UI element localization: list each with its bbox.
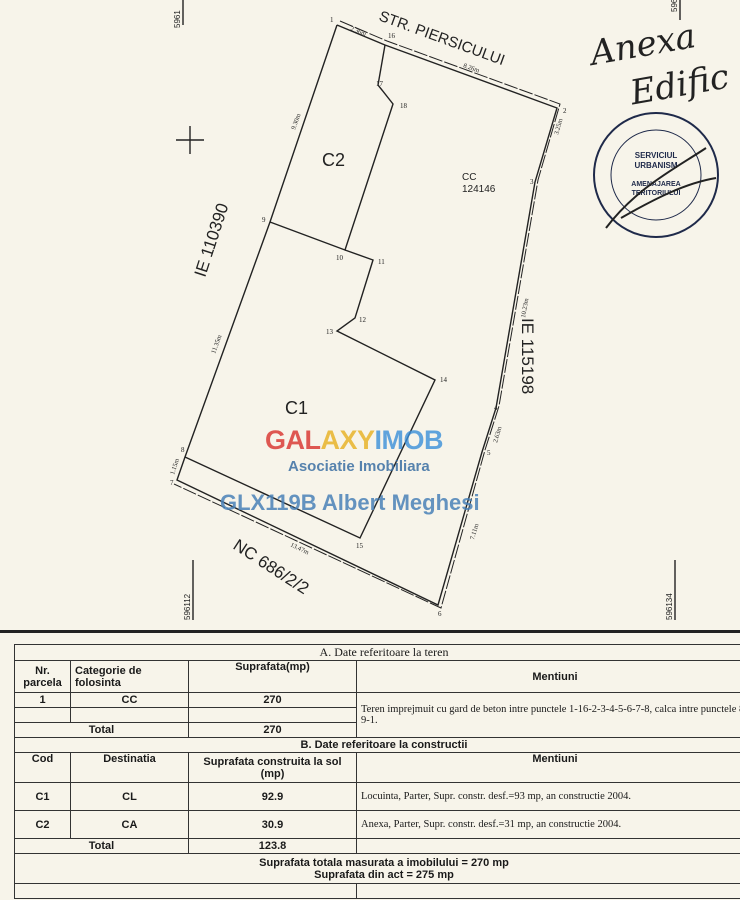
cadastral-plan: STR. PIERSICULUI IE 110390 IE 115198 NC … [169, 0, 681, 620]
header-categorie: Categorie de folosinta [70, 660, 189, 693]
parcel-boundary [176, 24, 558, 606]
dimension-label: 7.11m [469, 523, 480, 541]
building-c2-label: C2 [322, 150, 345, 170]
grid-label: 596112 [183, 593, 192, 620]
header-mentiuni: Mentiuni [356, 752, 740, 783]
point-label: 6 [438, 610, 442, 618]
parcel-code: CC [462, 172, 476, 183]
header-mentiuni: Mentiuni [356, 660, 740, 693]
cell-sup: 92.9 [188, 782, 357, 811]
official-stamp: SERVICIUL URBANISM AMENAJAREA TERITORIUL… [593, 112, 719, 238]
header-suprafata-construita: Suprafata construita la sol (mp) [188, 752, 357, 783]
divider [0, 630, 740, 633]
grid-label: 596 [670, 0, 679, 12]
point-label: 16 [388, 32, 396, 40]
point-label: 17 [376, 80, 384, 88]
cell-sup: 270 [188, 692, 357, 708]
header-suprafata: Suprafata(mp) [188, 660, 357, 693]
header-cod: Cod [14, 752, 71, 783]
point-label: 15 [356, 542, 364, 550]
point-label: 13 [326, 328, 334, 336]
header-destinatia: Destinatia [70, 752, 189, 783]
point-label: 3 [530, 178, 534, 186]
cell-sup: 30.9 [188, 810, 357, 839]
building-c1-label: C1 [285, 398, 308, 418]
section-a-title: A. Date referitoare la teren [14, 644, 740, 661]
dimension-label: 8.26m [462, 62, 480, 74]
point-label: 8 [181, 446, 185, 454]
point-label: 12 [359, 316, 367, 324]
point-label: 18 [400, 102, 408, 110]
building-c1-outline [184, 249, 436, 539]
watermark-tagline: Asociatie Imobiliara [288, 458, 430, 475]
cell-cat: CC [70, 692, 189, 708]
neighbor-east-label: IE 115198 [518, 318, 537, 394]
dimension-label: 3.25m [553, 118, 564, 136]
summary-act: Suprafata din act = 275 mp [314, 868, 454, 881]
grid-label: 596134 [665, 593, 674, 620]
stamp-text: AMENAJAREA [631, 181, 680, 188]
summary-total: Suprafata totala masurata a imobilului =… [259, 856, 509, 869]
dimension-label: 9.30m [290, 113, 302, 131]
stamp-text: URBANISM [634, 161, 677, 170]
total-label: Total [14, 722, 189, 738]
point-label: 10 [336, 254, 344, 262]
fence-line [173, 20, 561, 609]
dimension-label: 2.63m [492, 426, 503, 444]
total-value: 270 [188, 722, 357, 738]
neighbor-west-label: IE 110390 [191, 201, 233, 279]
cell-mentiuni: Locuinta, Parter, Supr. constr. desf.=93… [356, 782, 740, 811]
cell-mentiuni: Anexa, Parter, Supr. constr. desf.=31 mp… [356, 810, 740, 839]
header-nr-parcela: Nr. parcela [14, 660, 71, 693]
stamp-text: SERVICIUL [635, 151, 678, 160]
total-value: 123.8 [188, 838, 357, 854]
summary: Suprafata totala masurata a imobilului =… [14, 853, 740, 884]
dimension-label: 2.36m [349, 25, 367, 38]
point-label: 1 [330, 16, 334, 24]
point-label: 5 [487, 449, 491, 457]
cell-cod: C2 [14, 810, 71, 839]
cell-dest: CA [70, 810, 189, 839]
data-table: A. Date referitoare la teren Nr. parcela… [14, 644, 740, 899]
watermark-brand: GALAXYIMOB [265, 425, 444, 455]
cell-dest: CL [70, 782, 189, 811]
cell-nr: 1 [14, 692, 71, 708]
point-label: 4 [494, 404, 498, 412]
grid-label: 5961 [173, 10, 182, 28]
street-label: STR. PIERSICULUI [377, 8, 507, 69]
point-label: 11 [378, 258, 385, 266]
dimension-label: 10.23m [520, 298, 530, 319]
cell-cod: C1 [14, 782, 71, 811]
point-label: 9 [262, 216, 266, 224]
stamp-text: TERITORIULUI [632, 190, 681, 197]
dimension-label: 1.15m [169, 458, 181, 476]
cell-mentiuni: Teren imprejmuit cu gard de beton intre … [356, 692, 740, 738]
section-b-title: B. Date referitoare la constructii [14, 737, 740, 753]
point-label: 2 [563, 107, 567, 115]
parcel-id: 124146 [462, 184, 496, 195]
building-c2-outline [269, 44, 394, 251]
point-label: 7 [170, 479, 174, 487]
dimension-label: 11.35m [210, 334, 223, 355]
total-label: Total [14, 838, 189, 854]
dimension-label: 13.47m [289, 542, 310, 557]
point-label: 14 [440, 376, 448, 384]
watermark-agent: GLX119B Albert Meghesi [220, 490, 480, 515]
